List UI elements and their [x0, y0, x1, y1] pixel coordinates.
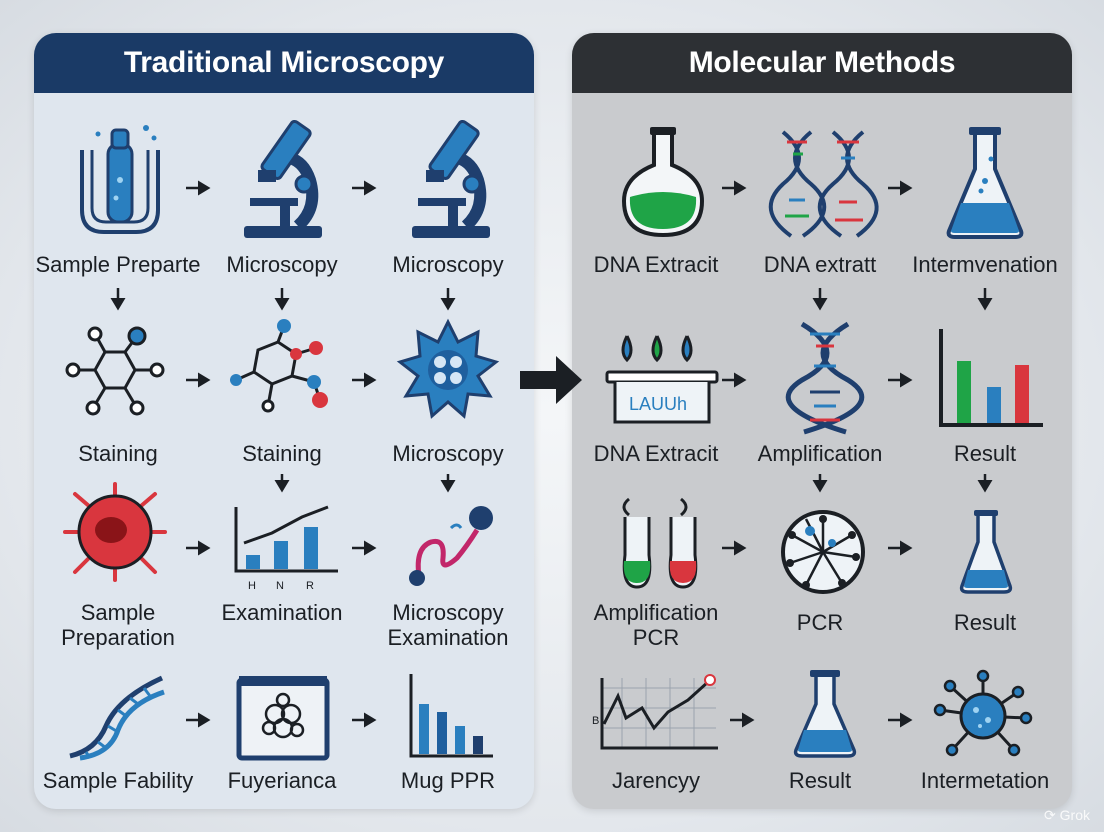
node-label-mug-ppr: Mug PPR: [400, 768, 496, 793]
node-label-result: Result: [953, 441, 1017, 466]
molecule-network-icon: [230, 319, 328, 413]
node-label-sample-preparte: Sample Preparte: [35, 252, 201, 277]
result-bar-chart-icon: [939, 329, 1043, 427]
chart-tick-label: R: [306, 580, 314, 592]
network-node-icon: [933, 669, 1033, 757]
node-label-microscopy-examination: Microscopy Examination: [387, 600, 509, 650]
microscope-icon: [244, 119, 322, 238]
traditional-microscopy-title: Traditional Microscopy: [34, 33, 534, 93]
bar-chart-icon: [409, 674, 493, 758]
node-label-dna-extratt: DNA extratt: [763, 252, 877, 277]
test-tube-bath-icon: [80, 125, 160, 234]
molecule-network-icon: [65, 326, 165, 416]
molecular-methods-title: Molecular Methods: [572, 33, 1072, 93]
virus-icon: [781, 510, 865, 594]
node-label-dna-extracit: DNA Extracit: [593, 252, 719, 277]
gel-text: LAUUh: [629, 394, 687, 414]
watermark: ⟳ Grok: [1044, 807, 1090, 823]
node-label-microscopy: Microscopy: [392, 441, 504, 466]
slide-image-icon: [236, 676, 330, 761]
node-label-amplification-pcr: Amplification PCR: [593, 600, 719, 650]
blue-erlenmeyer-icon: [959, 510, 1013, 594]
trend-chart-icon: H N R: [234, 505, 338, 592]
node-label-microscopy: Microscopy: [226, 252, 338, 277]
microscope-icon: [412, 119, 490, 238]
green-flask-icon: [621, 127, 705, 238]
node-label-staining: Staining: [78, 441, 158, 466]
chart-tick-label: H: [248, 580, 256, 592]
node-label-amplification: Amplification: [757, 441, 883, 466]
graph-tick-label: B: [592, 715, 599, 727]
test-tubes-icon: [622, 497, 698, 589]
node-label-result: Result: [788, 768, 852, 793]
red-cell-icon: [63, 482, 167, 582]
dna-helix-icon: [785, 321, 865, 435]
double-helix-icon: [768, 130, 879, 238]
node-label-dna-extracit: DNA Extracit: [593, 441, 719, 466]
node-label-staining: Staining: [242, 441, 322, 466]
node-label-sample-preparation: Sample Preparation: [61, 600, 175, 650]
node-label-sample-fability: Sample Fability: [42, 768, 194, 793]
node-label-jarencyy: Jarencyy: [611, 768, 701, 793]
probe-icon: [409, 506, 493, 586]
node-label-fuyerianca: Fuyerianca: [227, 768, 337, 793]
node-label-microscopy: Microscopy: [392, 252, 504, 277]
gel-tray-icon: LAUUh: [605, 335, 719, 424]
chart-tick-label: N: [276, 580, 284, 592]
node-label-pcr: PCR: [796, 610, 844, 635]
node-label-examination: Examination: [221, 600, 343, 625]
blue-cell-flower-icon: [396, 318, 500, 419]
line-graph-icon: B: [592, 674, 718, 750]
blue-erlenmeyer-icon: [946, 127, 1024, 239]
node-label-intermvenation: Intermvenation: [912, 252, 1058, 277]
watermark-text: Grok: [1059, 807, 1090, 823]
node-label-intermetation: Intermetation: [920, 768, 1050, 793]
dna-strand-icon: [69, 675, 165, 761]
blue-erlenmeyer-icon: [793, 670, 857, 758]
node-label-result: Result: [953, 610, 1017, 635]
